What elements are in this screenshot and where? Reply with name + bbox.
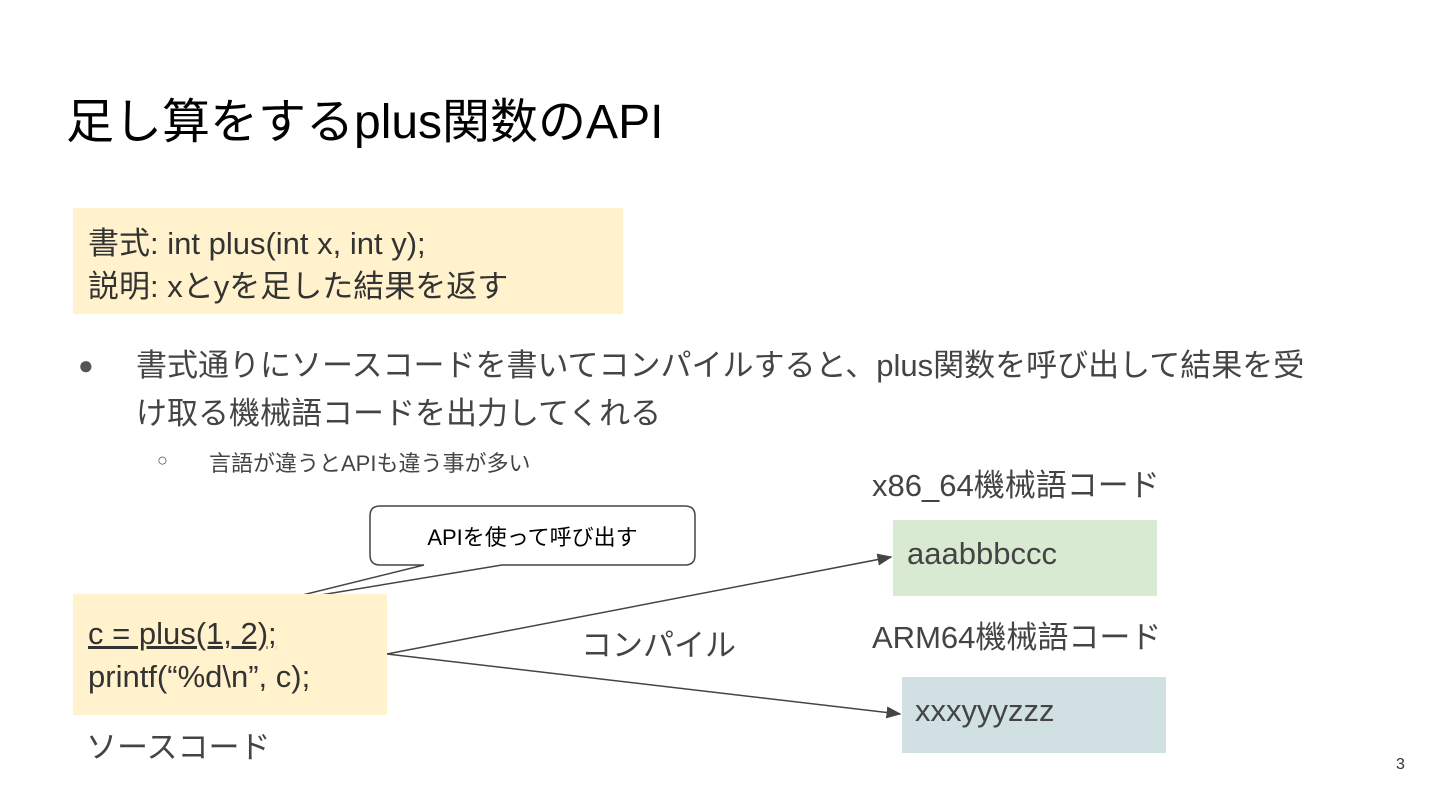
arrow-to-arm	[386, 653, 902, 719]
api-description-line: 説明: xとyを足した結果を返す	[88, 269, 509, 304]
api-format-line: 書式: int plus(int x, int y);	[88, 226, 426, 261]
arm-code-box: xxxyyyzzz	[902, 677, 1166, 753]
api-box: 書式: int plus(int x, int y); 説明: xとyを足した結…	[73, 208, 623, 314]
x86-label: x86_64機械語コード	[872, 468, 1160, 503]
compile-label: コンパイル	[581, 628, 736, 663]
arm-label: ARM64機械語コード	[872, 620, 1162, 655]
arrow-to-x86	[386, 553, 893, 655]
source-code-label: ソースコード	[86, 730, 271, 765]
bullet-text-line1: 書式通りにソースコードを書いてコンパイルすると、plus関数を呼び出して結果を受	[136, 348, 1305, 383]
bullet-text: 書式通りにソースコードを書いてコンパイルすると、plus関数を呼び出して結果を受…	[136, 342, 1386, 438]
sub-bullet-marker: ○	[157, 450, 168, 470]
callout-bubble	[265, 505, 696, 605]
page-number: 3	[1396, 756, 1405, 773]
bullet-marker: ●	[78, 350, 94, 380]
x86-code-box: aaabbbccc	[893, 520, 1157, 596]
slide-title: 足し算をするplus関数のAPI	[66, 96, 664, 149]
source-code-line2: printf(“%d\n”, c);	[88, 659, 311, 694]
source-code-box: c = plus(1, 2); printf(“%d\n”, c);	[73, 594, 387, 715]
sub-bullet-text: 言語が違うとAPIも違う事が多い	[209, 451, 531, 476]
callout-text: APIを使って呼び出す	[427, 524, 638, 550]
bullet-text-line2: け取る機械語コードを出力してくれる	[136, 396, 662, 431]
source-code-line1: c = plus(1, 2);	[88, 616, 277, 651]
